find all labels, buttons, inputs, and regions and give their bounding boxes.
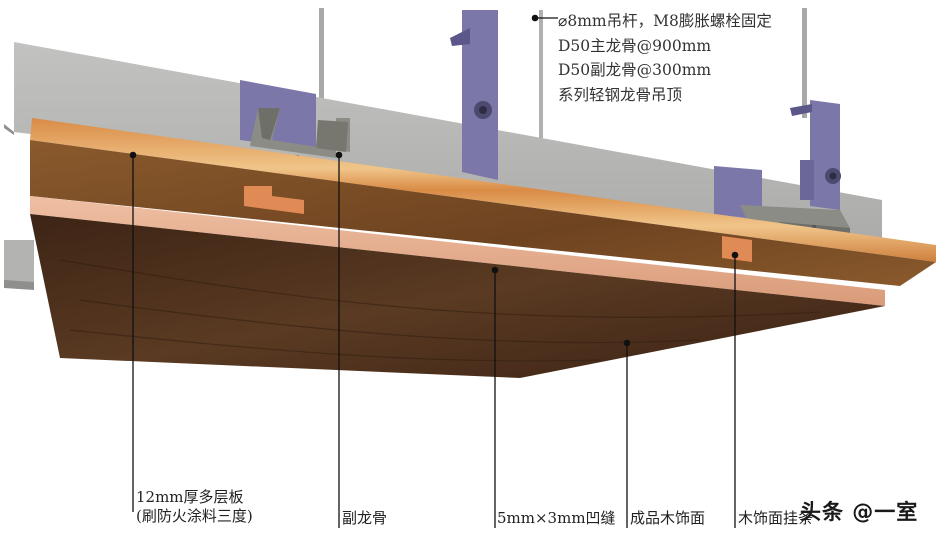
watermark: 头条 @一室 xyxy=(800,500,919,524)
callout-dots xyxy=(129,14,739,347)
spec-line-secondary-keel: D50副龙骨@300mm xyxy=(558,61,712,79)
callout-plywood: 12mm厚多层板 (刷防火涂料三度) xyxy=(136,488,253,526)
callout-wood-hanger: 木饰面挂条 xyxy=(738,509,814,527)
callout-plywood-line1: 12mm厚多层板 xyxy=(136,488,244,506)
spec-line-system: 系列轻钢龙骨吊顶 xyxy=(558,85,683,104)
wood-veneer-panel xyxy=(30,196,885,378)
callout-groove: 5mm×3mm凹缝 xyxy=(497,509,616,527)
plywood-board xyxy=(30,118,936,286)
spec-line-rod: ⌀8mm吊杆，M8膨胀螺栓固定 xyxy=(558,12,772,30)
callout-secondary-keel: 副龙骨 xyxy=(342,509,388,527)
callout-plywood-line2: (刷防火涂料三度) xyxy=(136,507,253,525)
spec-line-main-keel: D50主龙骨@900mm xyxy=(558,36,712,55)
hanging-rods xyxy=(319,8,807,138)
callout-leaders xyxy=(132,17,736,528)
spec-title-block: ⌀8mm吊杆，M8膨胀螺栓固定 D50主龙骨@900mm D50副龙骨@300m… xyxy=(558,9,772,107)
callout-finished-wood-face: 成品木饰面 xyxy=(630,509,706,527)
concrete-beam xyxy=(4,42,882,290)
